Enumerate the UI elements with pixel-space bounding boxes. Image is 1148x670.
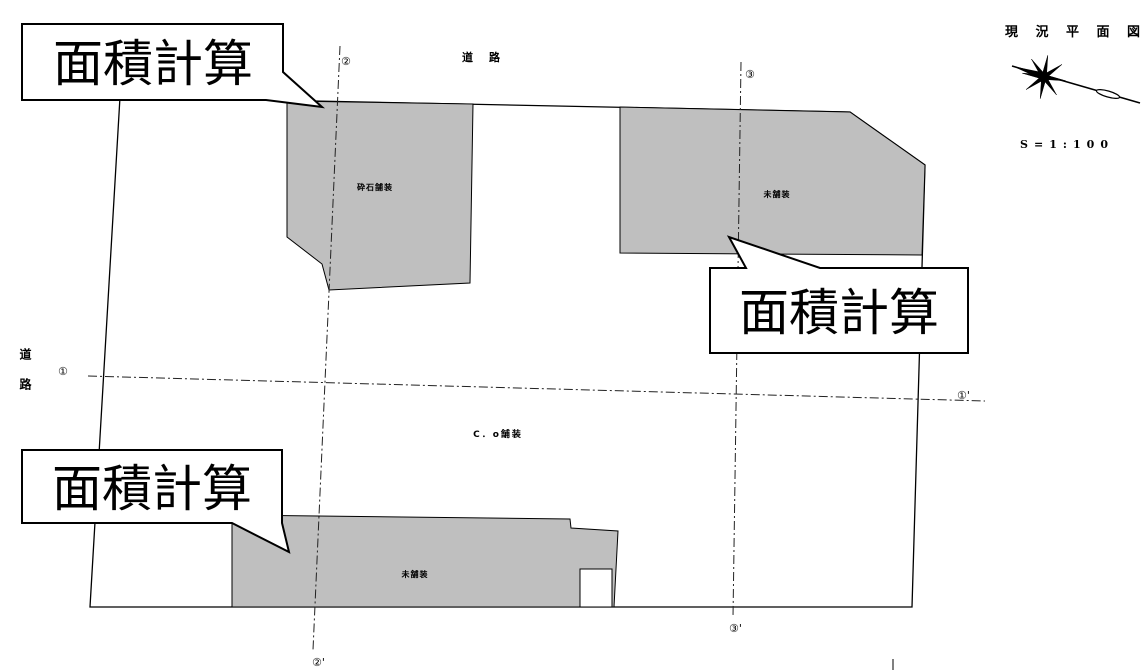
surface-label-top-right: 未舗装 (763, 189, 791, 199)
drawing-title: 現況平面図 (1005, 24, 1140, 40)
section-1-end-label: ①' (957, 389, 970, 402)
north-arrow-icon (1011, 55, 1141, 104)
section-1-start-label: ① (58, 365, 68, 378)
surface-label-top-left: 砕石舗装 (357, 182, 393, 192)
callout-right-bubble (709, 235, 969, 354)
callout-bottom-left-bubble (21, 449, 291, 554)
callout-right: 面積計算 (709, 235, 969, 354)
road-label-top: 道路 (462, 50, 501, 64)
callout-top-left-bubble (21, 23, 326, 109)
road-label-left: 道路 (18, 348, 32, 408)
section-2-start-label: ② (341, 55, 351, 68)
callout-bottom-left-text: 面積計算 (52, 460, 252, 518)
section-3-end-label: ③' (729, 622, 742, 635)
small-structure (579, 568, 613, 608)
section-line-2 (312, 45, 341, 651)
callout-right-text: 面積計算 (739, 284, 939, 342)
section-3-start-label: ③ (745, 68, 755, 81)
callout-bottom-left: 面積計算 (21, 449, 291, 554)
shaded-area-bottom (231, 514, 619, 608)
shaded-area-top-right (619, 106, 926, 256)
section-2-end-label: ②' (312, 656, 325, 669)
north-arrow-star (1022, 55, 1066, 99)
callout-top-left-text: 面積計算 (53, 35, 253, 93)
surface-label-center: C．o舗装 (473, 428, 523, 440)
callout-top-left: 面積計算 (21, 23, 326, 109)
surface-label-bottom: 未舗装 (401, 569, 429, 579)
section-line-1 (87, 375, 986, 402)
drawing-scale: S=1:100 (1020, 138, 1108, 151)
north-arrow-feather (1095, 89, 1121, 99)
